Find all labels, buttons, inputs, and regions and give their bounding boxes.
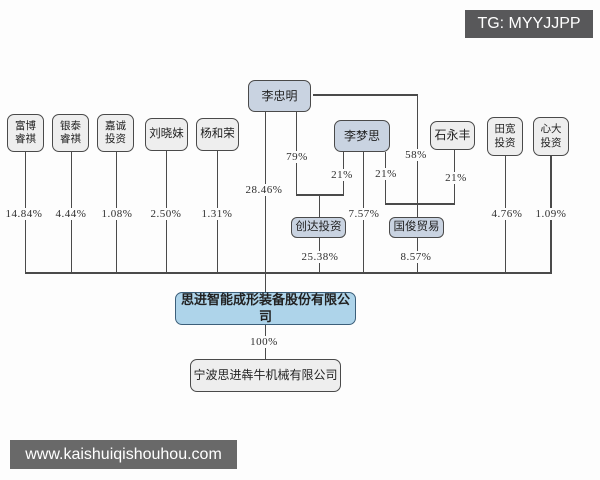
node-liuxiaomei: 刘晓妹 xyxy=(145,118,188,151)
edge-chuangda-drop xyxy=(318,194,320,217)
pct-xinda: 1.09% xyxy=(532,208,570,220)
pct-tiankuan: 4.76% xyxy=(488,208,526,220)
website-watermark-bar: www.kaishuiqishouhou.com xyxy=(10,440,237,469)
pct-limengsi-main: 7.57% xyxy=(345,208,383,220)
edge-lizhongming-guojun-h xyxy=(313,94,418,96)
node-guojun: 国俊贸易 xyxy=(389,217,444,238)
pct-limengsi-guojun: 21% xyxy=(372,168,400,180)
pct-main-subsidiary: 100% xyxy=(247,336,281,348)
edge-bus-line xyxy=(24,272,552,274)
node-main-company: 思进智能成形装备股份有限公司 xyxy=(175,292,356,325)
node-fubo: 富博 睿祺 xyxy=(7,114,44,152)
tg-watermark-badge: TG: MYYJJPP xyxy=(465,10,593,38)
pct-jiacheng: 1.08% xyxy=(98,208,136,220)
pct-liuxiaomei: 2.50% xyxy=(147,208,185,220)
pct-limengsi-chuangda: 21% xyxy=(328,169,356,181)
pct-lizhongming-guojun: 58% xyxy=(402,149,430,161)
node-lizhongming: 李忠明 xyxy=(248,80,311,112)
pct-guojun-main: 8.57% xyxy=(397,251,435,263)
pct-fubo: 14.84% xyxy=(2,208,46,220)
node-yintai: 银泰 睿祺 xyxy=(52,114,89,152)
pct-lizhongming-chuangda: 79% xyxy=(283,151,311,163)
edge-guojun-join-h xyxy=(384,203,455,205)
pct-lizhongming-main: 28.46% xyxy=(242,184,286,196)
node-yangherong: 杨和荣 xyxy=(196,118,239,151)
node-xinda: 心大 投资 xyxy=(533,117,569,156)
node-tiankuan: 田宽 投资 xyxy=(487,117,523,156)
node-chuangda: 创达投资 xyxy=(291,217,346,238)
node-shiyongfeng: 石永丰 xyxy=(430,121,475,150)
pct-chuangda-main: 25.38% xyxy=(298,251,342,263)
node-subsidiary: 宁波思进犇牛机械有限公司 xyxy=(190,359,341,392)
node-limengsi: 李梦思 xyxy=(334,120,390,152)
pct-shiyongfeng-guojun: 21% xyxy=(442,172,470,184)
pct-yintai: 4.44% xyxy=(52,208,90,220)
pct-yangherong: 1.31% xyxy=(198,208,236,220)
node-jiacheng: 嘉诚 投资 xyxy=(97,114,134,152)
edge-bus-maincompany xyxy=(264,272,266,292)
